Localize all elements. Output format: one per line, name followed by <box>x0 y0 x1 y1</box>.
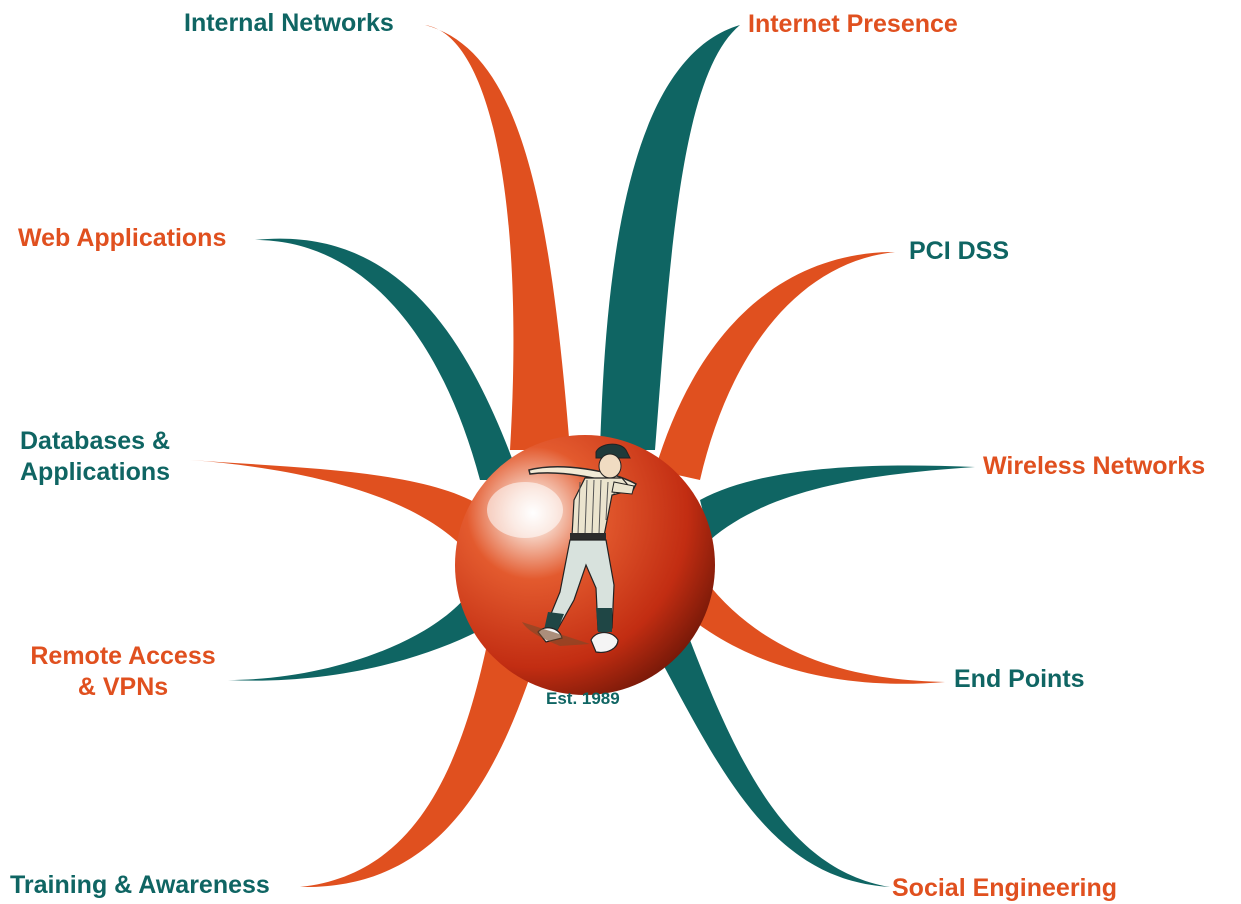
ribbon-pci-dss <box>655 252 895 480</box>
ribbon-wireless-networks <box>700 465 975 540</box>
label-social-engineering: Social Engineering <box>892 874 1118 902</box>
label-end-points: End Points <box>954 665 1085 693</box>
ribbon-internal-networks <box>425 25 570 450</box>
sphere-highlight <box>487 482 563 538</box>
label-databases-line1: Databases & <box>20 427 171 455</box>
label-wireless-networks: Wireless Networks <box>983 452 1206 480</box>
ribbon-databases <box>190 460 480 555</box>
baseball-batter-icon <box>522 443 637 653</box>
label-remote-access-line1: Remote Access <box>30 642 216 670</box>
ribbon-web-applications <box>255 238 520 480</box>
ribbon-internet-presence <box>600 25 740 450</box>
label-web-applications: Web Applications <box>18 224 227 252</box>
label-internet-presence: Internet Presence <box>748 10 958 38</box>
label-remote-access-line2: & VPNs <box>77 673 169 701</box>
ribbon-end-points <box>690 580 945 684</box>
label-training-awareness: Training & Awareness <box>10 871 270 899</box>
label-databases-applications: Databases & Applications <box>20 426 170 488</box>
label-pci-dss: PCI DSS <box>909 237 1010 265</box>
label-databases-line2: Applications <box>20 458 171 486</box>
ribbon-training-awareness <box>300 630 545 888</box>
label-internal-networks: Internal Networks <box>184 9 394 37</box>
label-remote-access-vpns: Remote Access & VPNs <box>22 641 224 703</box>
ribbon-social-engineering <box>650 640 890 887</box>
est-1989-label: Est. 1989 <box>546 689 620 708</box>
ribbon-remote-access <box>228 585 495 681</box>
